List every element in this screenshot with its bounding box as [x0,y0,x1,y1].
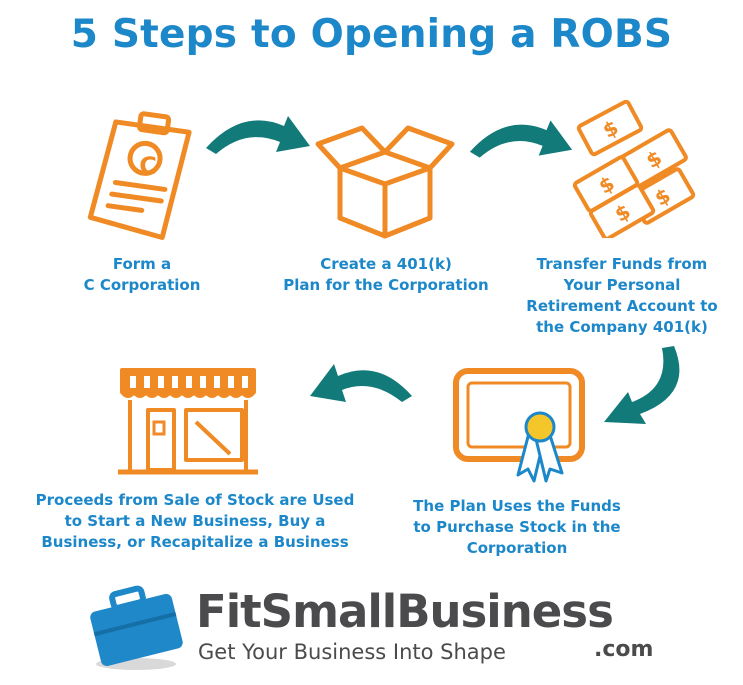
clipboard-letter: C [139,152,157,180]
arrow-step2-to-step3 [469,120,573,158]
brand-name: FitSmallBusiness [196,585,614,638]
step-4-label: The Plan Uses the Funds to Purchase Stoc… [413,497,621,557]
page-title: 5 Steps to Opening a ROBS [70,12,673,57]
brand-domain: .com [594,637,654,662]
step-1-label: Form a C Corporation [83,255,201,294]
clipboard-icon: C [87,111,192,241]
brand-tagline: Get Your Business Into Shape [198,640,506,664]
arrow-step1-to-step2 [206,116,310,154]
step-3-label: Transfer Funds from Your Personal Retire… [526,255,718,336]
step-2-label: Create a 401(k) Plan for the Corporation [283,255,489,294]
arrow-step3-to-step4 [604,346,680,424]
briefcase-icon [90,585,183,670]
storefront-icon [118,368,258,475]
step-5-label: Proceeds from Sale of Stock are Used to … [35,491,355,551]
box-icon [315,125,455,239]
certificate-icon [453,368,585,483]
arrow-step4-to-step5 [310,364,412,402]
money-icon: $ $ $ $ $ [572,100,696,238]
